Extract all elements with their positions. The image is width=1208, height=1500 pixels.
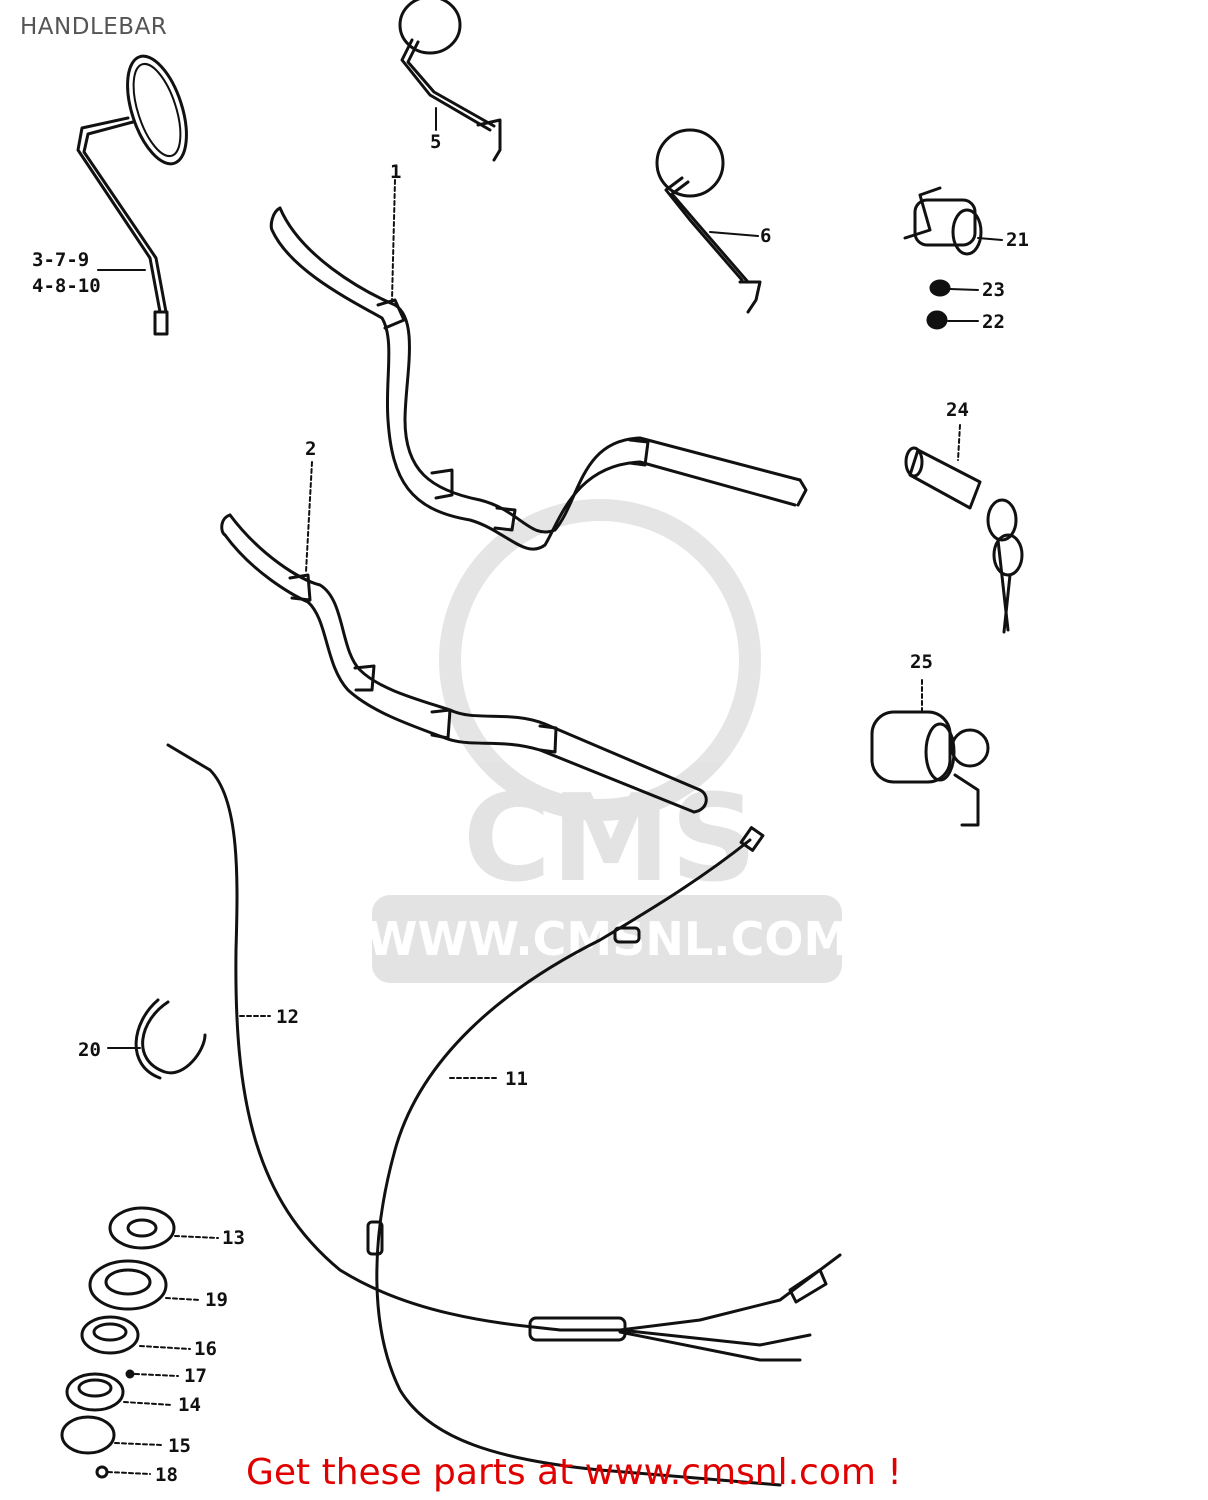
label-1: 1 (390, 161, 401, 183)
page-title: HANDLEBAR (20, 14, 168, 40)
part-17 (125, 1369, 135, 1379)
label-3-7-9: 3-7-9 (32, 249, 89, 271)
label-12: 12 (276, 1006, 299, 1028)
lock-24 (904, 446, 1024, 634)
label-6: 6 (760, 225, 771, 247)
cable-11 (366, 826, 782, 1487)
watermark-url: WWW.CMSNL.COM (367, 912, 850, 966)
part-23 (929, 279, 951, 297)
label-19: 19 (205, 1289, 228, 1311)
lock-25 (870, 710, 990, 827)
part-15 (60, 1415, 116, 1455)
part-22 (926, 310, 948, 330)
grommet-20 (134, 998, 207, 1080)
handlebar-2 (220, 513, 708, 814)
label-23: 23 (982, 279, 1005, 301)
label-14: 14 (178, 1394, 201, 1416)
label-17: 17 (184, 1365, 207, 1387)
part-18 (95, 1465, 109, 1479)
mirror-6 (655, 128, 762, 314)
label-20: 20 (78, 1039, 101, 1061)
watermark-bar (372, 895, 842, 983)
label-22: 22 (982, 311, 1005, 333)
watermark-brand: CMS (463, 770, 757, 909)
mirror-left (76, 54, 188, 336)
label-13: 13 (222, 1227, 245, 1249)
label-5: 5 (430, 131, 441, 153)
ignition-switch-21 (903, 186, 983, 256)
label-24: 24 (946, 399, 969, 421)
leader-lines (97, 107, 1003, 1475)
part-labels: 1 2 3-7-9 4-8-10 5 6 11 12 13 14 15 16 1… (32, 131, 1029, 1486)
part-16 (80, 1315, 140, 1355)
handlebar-1 (269, 206, 808, 551)
part-13 (108, 1206, 176, 1250)
label-2: 2 (305, 438, 316, 460)
watermark-mascot (439, 499, 761, 821)
cable-12 (166, 743, 842, 1362)
label-15: 15 (168, 1435, 191, 1457)
label-21: 21 (1006, 229, 1029, 251)
label-18: 18 (155, 1464, 178, 1486)
label-11: 11 (505, 1068, 528, 1090)
part-19 (88, 1259, 168, 1311)
label-25: 25 (910, 651, 933, 673)
cms-watermark: CMS WWW.CMSNL.COM (367, 499, 850, 983)
footer-link[interactable]: Get these parts at www.cmsnl.com ! (246, 1452, 902, 1493)
label-4-8-10: 4-8-10 (32, 275, 101, 297)
label-16: 16 (194, 1338, 217, 1360)
part-14 (65, 1372, 125, 1412)
mirror-5 (398, 0, 502, 162)
